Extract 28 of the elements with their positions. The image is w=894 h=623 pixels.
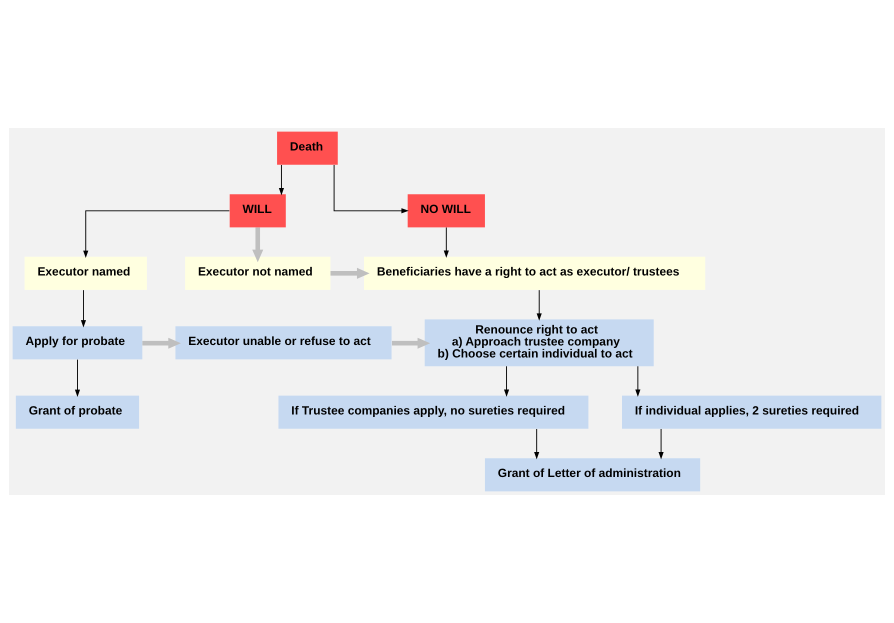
arrow [278,164,284,196]
node-box: Executor named [24,256,147,290]
arrow [658,428,664,460]
arrow [330,268,370,279]
node-box: Renounce right to act a) Approach trustee company b) Choose certain individual to act [424,319,654,366]
arrow [536,290,542,321]
node-box: If Trustee companies apply, no sureties required [278,396,588,429]
node-box: Grant of probate [16,396,140,429]
node-box: Death [277,132,338,165]
node-box: Apply for probate [12,326,142,360]
arrow [504,366,510,397]
node-box: Executor unable or refuse to act [175,326,392,360]
arrow [635,366,640,397]
arrow [534,428,540,460]
node-box: Executor not named [185,256,330,290]
arrow [80,290,86,328]
arrow [142,338,181,349]
arrow [252,228,264,262]
arrow [392,338,430,349]
node-box: If individual applies, 2 sureties required [622,396,882,429]
node-box: NO WILL [408,194,485,228]
arrow [334,164,409,214]
arrow [74,359,80,397]
node-box: Grant of Letter of administration [484,458,700,492]
node-box: Beneficiaries have a right to act as executor/ trustees [364,256,706,290]
node-box: WILL [230,194,286,228]
arrow [83,210,230,258]
arrow [444,227,449,258]
